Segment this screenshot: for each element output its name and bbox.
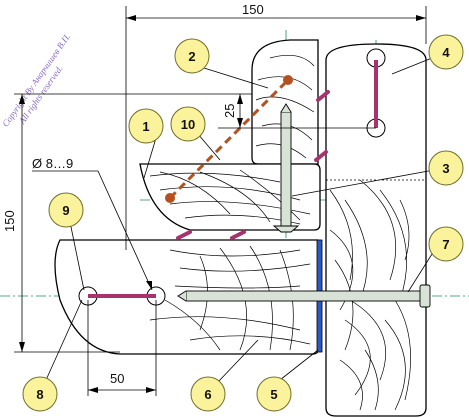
leader-10: [197, 133, 221, 161]
callout-7: 7: [428, 226, 464, 262]
screw-tip: [280, 103, 292, 113]
dowel-end-upper: [283, 75, 293, 85]
dim-label-25: 25: [222, 104, 237, 118]
callout-label-5: 5: [270, 387, 277, 402]
dowel-end-lower: [165, 193, 175, 203]
threaded-rod-7: [177, 284, 431, 308]
watermark-line-1: Copyright By Анарчишев В.П.: [0, 32, 72, 129]
dim-label-50: 50: [110, 371, 124, 386]
callout-10: 10: [170, 106, 206, 142]
wood-screw-3: [272, 103, 300, 233]
part-upper-block: [251, 39, 319, 165]
dimension-left: 150: [2, 93, 252, 353]
callout-label-9: 9: [62, 203, 69, 218]
dimension-25: 25: [218, 94, 376, 129]
leader-6: [217, 339, 259, 383]
leader-8: [45, 299, 83, 381]
callout-label-1: 1: [142, 119, 149, 134]
rod-tip: [177, 290, 187, 302]
callout-label-10: 10: [181, 117, 195, 132]
part-middle-block: [139, 163, 321, 231]
dimension-diameter: Ø 8…9: [32, 156, 153, 291]
leader-5: [279, 349, 319, 381]
rod-head: [419, 284, 431, 308]
callout-8: 8: [22, 376, 58, 412]
leader-7: [407, 253, 433, 293]
diameter-arrow: [146, 281, 152, 290]
groove-mark-middle: [230, 230, 246, 240]
callout-2: 2: [174, 38, 210, 74]
dimension-top: 150: [125, 2, 427, 250]
leader-2: [203, 67, 269, 89]
callout-3: 3: [428, 150, 464, 186]
callout-9: 9: [48, 192, 84, 228]
callout-leaders: [45, 57, 435, 383]
callout-6: 6: [190, 376, 226, 412]
watermark: Copyright By Анарчишев В.П. All rights r…: [0, 32, 72, 129]
callout-label-2: 2: [188, 49, 195, 64]
callout-4: 4: [428, 34, 464, 70]
dimension-50: 50: [87, 300, 157, 396]
diameter-leader: [97, 170, 153, 291]
leader-1: [143, 137, 157, 179]
callout-1: 1: [128, 108, 164, 144]
callout-label-6: 6: [204, 387, 211, 402]
groove-mark-mid-right: [314, 150, 328, 162]
callout-label-3: 3: [442, 161, 449, 176]
dim-label-150-left: 150: [2, 210, 17, 232]
part-right-post: [325, 43, 427, 417]
dim-arrows-25: [237, 94, 243, 128]
dim-label-150-top: 150: [242, 2, 264, 17]
callout-label-8: 8: [36, 387, 43, 402]
groove-mark-left: [176, 230, 192, 240]
callout-label-7: 7: [442, 237, 449, 252]
callout-5: 5: [256, 376, 292, 412]
leader-4: [391, 57, 433, 75]
callout-label-4: 4: [442, 45, 450, 60]
dim-label-diameter: Ø 8…9: [32, 156, 73, 171]
groove-mark-top-right: [316, 90, 330, 102]
callouts: 1 2 3 4 5 6 7 8: [22, 34, 464, 412]
dowel-path-10: [165, 75, 293, 203]
screw-head: [272, 225, 300, 233]
leader-9: [69, 221, 85, 291]
leader-3: [291, 169, 435, 197]
